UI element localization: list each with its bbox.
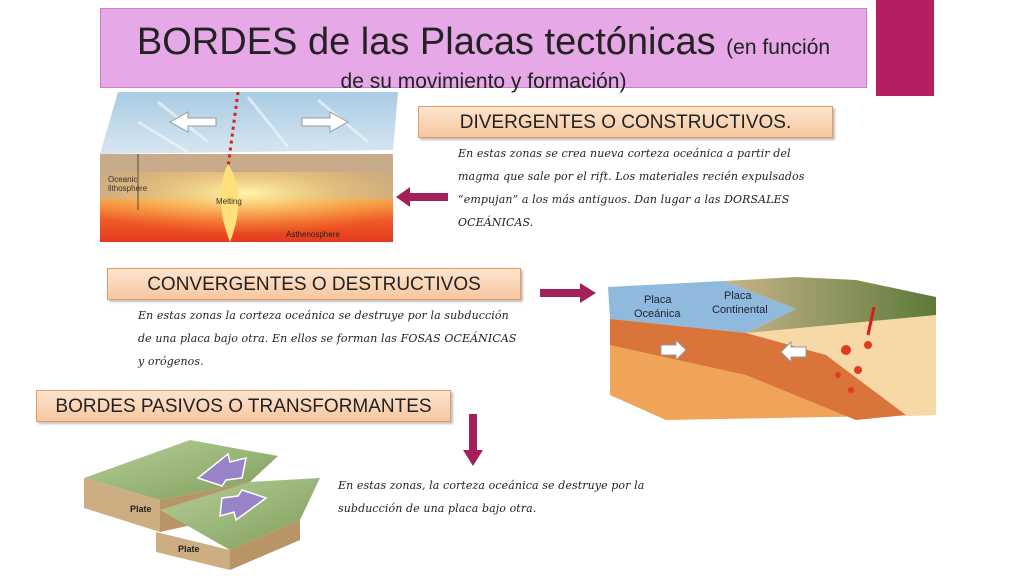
title-subtitle: de su movimiento y formación) bbox=[340, 70, 627, 93]
divergent-description: En estas zonas se crea nueva corteza oce… bbox=[458, 147, 805, 229]
arrow-down-icon bbox=[463, 414, 483, 466]
page-title: BORDES de las Placas tectónicas (en func… bbox=[101, 21, 866, 69]
placa-continental-label: Placa bbox=[724, 290, 752, 302]
title-box: BORDES de las Placas tectónicas (en func… bbox=[100, 8, 867, 93]
convergent-label: CONVERGENTES O DESTRUCTIVOS bbox=[107, 268, 521, 300]
plate-label-top: Plate bbox=[130, 504, 152, 514]
arrow-left-icon bbox=[396, 187, 448, 207]
arrow-right-icon bbox=[540, 283, 596, 303]
divergent-label: DIVERGENTES O CONSTRUCTIVOS. bbox=[418, 106, 833, 138]
convergent-description: En estas zonas la corteza oceánica se de… bbox=[138, 309, 517, 368]
convergent-diagram: Placa Oceánica Placa Continental bbox=[608, 277, 936, 420]
oceanica-label: Oceánica bbox=[634, 308, 681, 320]
divergent-diagram: Oceanic lithosphere Melting Asthenospher… bbox=[100, 92, 398, 242]
melting-label: Melting bbox=[216, 197, 242, 206]
placa-oceanica-label: Placa bbox=[644, 294, 672, 306]
oceanic-lithosphere-label: Oceanic bbox=[108, 175, 137, 184]
continental-label: Continental bbox=[712, 304, 768, 316]
transform-diagram: Plate Plate bbox=[84, 440, 320, 570]
plate-label-bottom: Plate bbox=[178, 544, 200, 554]
title-main: BORDES de las Placas tectónicas bbox=[136, 21, 716, 63]
asthenosphere-label: Asthenosphere bbox=[286, 230, 340, 239]
transform-description: En estas zonas, la corteza oceánica se d… bbox=[338, 479, 645, 515]
accent-bar bbox=[876, 0, 934, 96]
transform-label: BORDES PASIVOS O TRANSFORMANTES bbox=[36, 390, 451, 422]
divergent-plate-arrows bbox=[168, 111, 350, 133]
lithosphere-label: lithosphere bbox=[108, 184, 148, 193]
title-paren: (en función bbox=[726, 36, 831, 59]
